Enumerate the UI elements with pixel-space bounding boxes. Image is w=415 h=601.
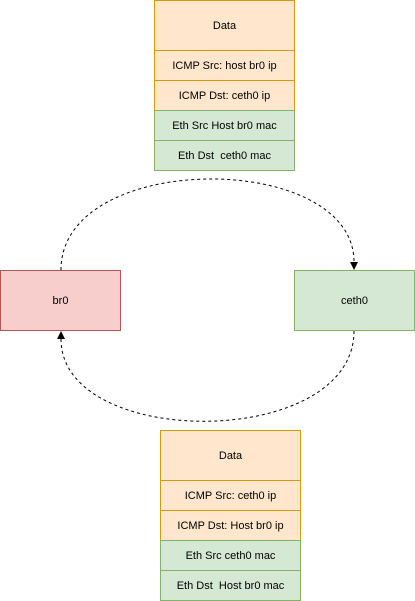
arrowhead-up-br0 — [57, 331, 65, 339]
top-packet-eth-dst: Eth Dst ceth0 mac — [154, 140, 295, 171]
top-packet: Data ICMP Src: host br0 ip ICMP Dst: cet… — [154, 0, 295, 171]
bottom-packet-eth-src: Eth Src ceth0 mac — [160, 540, 301, 571]
arrow-ceth0-to-br0 — [60, 330, 355, 422]
node-ceth0: ceth0 — [294, 270, 415, 331]
bottom-packet-eth-dst: Eth Dst Host br0 mac — [160, 570, 301, 601]
node-br0: br0 — [0, 270, 121, 331]
top-packet-data: Data — [154, 0, 295, 51]
bottom-packet-data: Data — [160, 430, 301, 481]
top-packet-eth-src: Eth Src Host br0 mac — [154, 110, 295, 141]
arrowhead-down-ceth0 — [350, 262, 358, 270]
arrow-br0-to-ceth0 — [60, 178, 355, 271]
bottom-packet: Data ICMP Src: ceth0 ip ICMP Dst: Host b… — [160, 430, 301, 601]
bottom-packet-icmp-src: ICMP Src: ceth0 ip — [160, 480, 301, 511]
bottom-packet-icmp-dst: ICMP Dst: Host br0 ip — [160, 510, 301, 541]
top-packet-icmp-dst: ICMP Dst: ceth0 ip — [154, 80, 295, 111]
